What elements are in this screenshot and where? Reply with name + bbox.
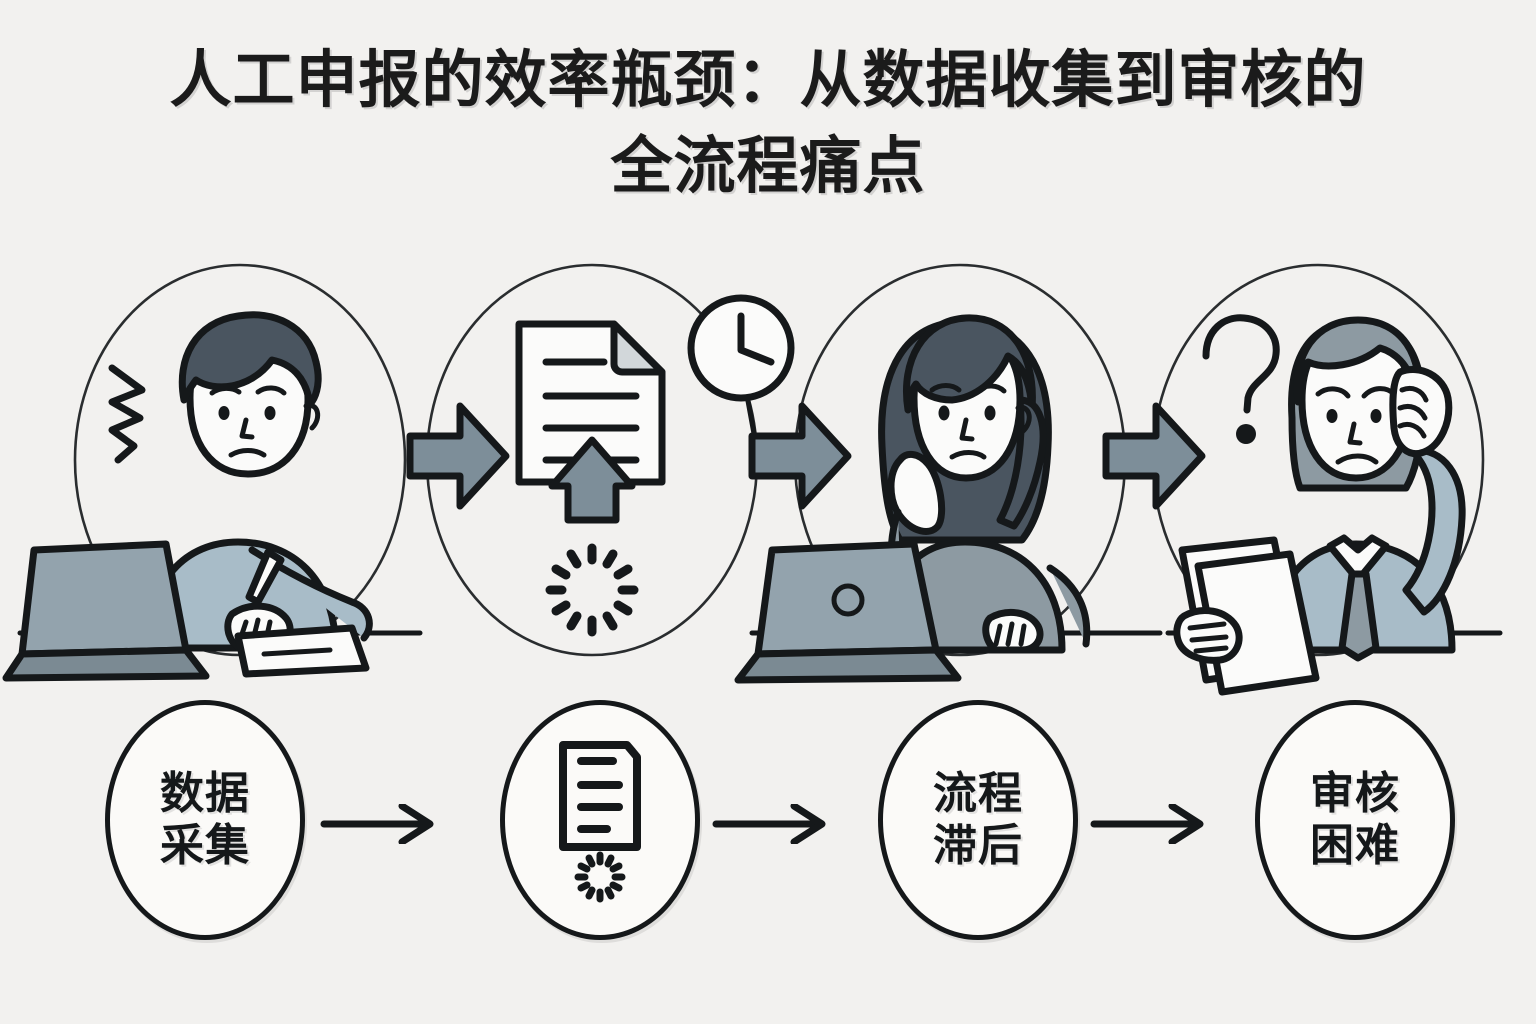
stress-squiggle-icon xyxy=(108,364,146,464)
flow-node-collect-label-line2: 采集 xyxy=(160,821,250,870)
flow-node-audit[interactable]: 审核 困难 xyxy=(1255,700,1455,940)
flow-node-audit-label-line1: 审核 xyxy=(1310,769,1400,818)
scene-connector-arrows xyxy=(406,402,1206,510)
page-title: 人工申报的效率瓶颈：从数据收集到审核的 全流程痛点 xyxy=(0,38,1536,210)
flow-node-audit-label-line2: 困难 xyxy=(1310,821,1400,870)
scene-upload xyxy=(515,294,795,637)
title-line-2: 全流程痛点 xyxy=(610,132,926,201)
flow-arrow-icon xyxy=(320,804,434,844)
flow-node-lag-label-line2: 滞后 xyxy=(933,821,1023,870)
flow-arrow-icon xyxy=(712,804,826,844)
flow-node-collect[interactable]: 数据 采集 xyxy=(105,700,305,940)
right-arrow-icon xyxy=(406,402,510,510)
scene-review xyxy=(1173,314,1466,696)
scene-data-entry xyxy=(2,311,373,682)
scene-waiting xyxy=(734,314,1091,684)
flow-node-collect-label-line1: 数据 xyxy=(160,769,250,818)
title-line-1: 人工申报的效率瓶颈：从数据收集到审核的 xyxy=(169,46,1367,115)
document-upload-icon xyxy=(515,320,666,524)
flow-node-lag[interactable]: 流程 滞后 xyxy=(878,700,1078,940)
document-spinner-icon xyxy=(559,741,641,903)
flow-node-submit[interactable] xyxy=(500,700,700,940)
question-mark-icon xyxy=(1202,314,1280,444)
loading-spinner-icon xyxy=(545,543,639,637)
flow-arrow-icon xyxy=(1090,804,1204,844)
process-flow: 数据 采集 xyxy=(0,700,1536,950)
right-arrow-icon xyxy=(748,402,852,510)
flow-node-lag-label-line1: 流程 xyxy=(933,769,1023,818)
scene-illustrations: .ln { fill:none; stroke:#15181a; stroke-… xyxy=(0,250,1536,710)
right-arrow-icon xyxy=(1102,402,1206,510)
clock-icon xyxy=(687,294,795,453)
